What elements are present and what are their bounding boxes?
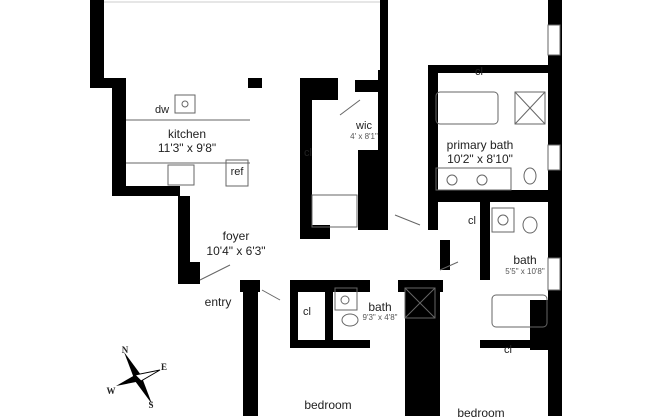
- closet-label: cl: [468, 215, 476, 227]
- foyer-label: foyer: [222, 229, 250, 243]
- walls: [90, 0, 562, 416]
- refrigerator-label: ref: [230, 166, 244, 178]
- primary-bath-label: primary bath: [446, 138, 514, 152]
- compass-south: S: [148, 400, 154, 410]
- compass-north: N: [121, 345, 129, 355]
- foyer-size: 10'4" x 6'3": [206, 244, 266, 258]
- bath-center-size: 9'3" x 4'8": [362, 313, 398, 322]
- compass-east: E: [160, 362, 168, 372]
- compass-west: W: [106, 386, 116, 396]
- bedroom-right-label: bedroom: [457, 406, 505, 420]
- bath-right-size: 5'5" x 10'8": [505, 267, 545, 276]
- kitchen-label: kitchen: [167, 127, 207, 141]
- entry-label: entry: [204, 295, 232, 309]
- closet-label: cl: [504, 344, 512, 356]
- closet-label: cl: [304, 147, 312, 159]
- wic-label: wic: [356, 120, 372, 132]
- bath-center-label: bath: [368, 300, 392, 314]
- kitchen-size: 11'3" x 9'8": [157, 141, 217, 155]
- closet-label: cl: [475, 66, 483, 78]
- dishwasher-label: dw: [154, 104, 170, 116]
- primary-bath-size: 10'2" x 8'10": [447, 152, 513, 166]
- wic-size: 4' x 8'1": [350, 132, 378, 141]
- closet-label: cl: [303, 306, 311, 318]
- fixtures: [104, 1, 561, 328]
- bath-right-label: bath: [513, 253, 537, 267]
- bedroom-left-label: bedroom: [304, 398, 352, 412]
- compass-rose: [116, 352, 161, 404]
